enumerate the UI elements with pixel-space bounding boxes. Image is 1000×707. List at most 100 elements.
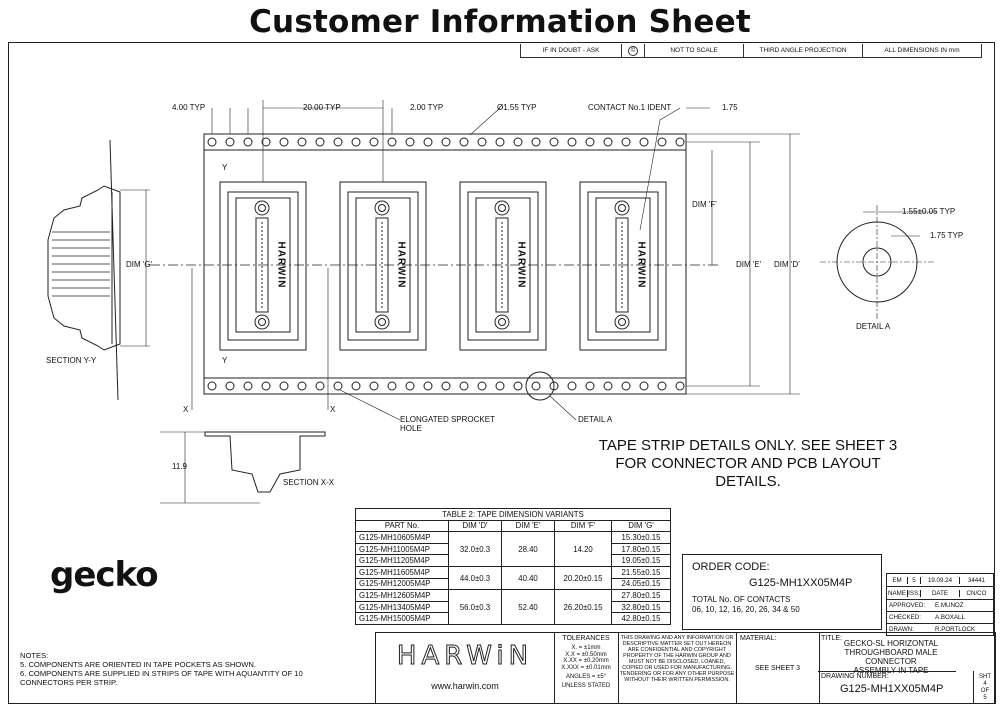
note-6-cont: CONNECTORS PER STRIP. [20, 678, 118, 687]
dim-f-value: 14.20 [554, 531, 612, 567]
material-label: MATERIAL: [740, 635, 777, 642]
table-row: G125-MH11605M4P 44.0±0.3 40.40 20.20±0.1… [355, 565, 671, 591]
dim-g-value: 21.55±0.15 [611, 565, 671, 579]
table-header: DIM 'E' [501, 519, 555, 533]
connector-brand-2: HARWIN [395, 241, 407, 289]
title-block: HARWiN www.harwin.com TOLERANCES X. = ±1… [375, 632, 996, 704]
section-mark-y-bottom: Y [222, 356, 228, 365]
dim-pitch-4: 4.00 TYP [172, 103, 206, 112]
sheet-label: SHT [979, 674, 991, 680]
dim-g-value: 32.80±0.15 [611, 600, 671, 614]
strip-scale: NOT TO SCALE [644, 44, 743, 58]
dim-e-value: 40.40 [501, 565, 555, 591]
dim-edge: 1.75 [722, 103, 738, 112]
table-row: G125-MH15005M4P 42.80±0.15 [355, 612, 671, 625]
drawing-number: G125-MH1XX05M4P [840, 683, 944, 695]
table-row: G125-MH11005M4P 17.80±0.15 [355, 542, 671, 556]
part-number: G125-MH13405M4P [355, 600, 449, 614]
dim-g-value: 27.80±0.15 [611, 589, 671, 602]
strip-copyright: © [621, 44, 644, 58]
gecko-logo: gecko [50, 555, 159, 595]
checked-label: CHECKED: [889, 614, 921, 621]
tape-dimension-table: TABLE 2: TAPE DIMENSION VARIANTS PART No… [355, 508, 671, 625]
detail-a-d2: 1.75 TYP [930, 231, 964, 240]
drawing-number-label: DRAWING NUMBER: [821, 673, 889, 680]
part-number: G125-MH11005M4P [355, 542, 449, 556]
dim-e-value: 28.40 [501, 531, 555, 567]
table-header: DIM 'D' [448, 519, 502, 533]
strip-doubt: IF IN DOUBT - ASK [520, 44, 621, 58]
material-cell: MATERIAL: SEE SHEET 3 [736, 633, 820, 703]
title-line-3: ASSEMBLY IN TAPE [853, 666, 929, 675]
harwin-logo: HARWiN [396, 641, 534, 672]
title-line-2: THROUGHBOARD MALE CONNECTOR [844, 648, 938, 666]
part-number: G125-MH10605M4P [355, 531, 449, 544]
part-number: G125-MH12605M4P [355, 589, 449, 602]
table-row: G125-MH13405M4P 32.80±0.15 [355, 600, 671, 614]
note-5: 5. COMPONENTS ARE ORIENTED IN TAPE POCKE… [20, 660, 257, 669]
approved-label: APPROVED: [889, 602, 926, 609]
detail-a-ref: DETAIL A [578, 415, 613, 424]
section-xx-label: SECTION X-X [283, 478, 335, 487]
drawn-label: DRAWN: [889, 626, 914, 633]
dim-pitch-20: 20.00 TYP [303, 103, 341, 112]
contacts-values: 06, 10, 12, 16, 20, 26, 34 & 50 [692, 605, 800, 614]
dim-d-value: 44.0±0.3 [448, 565, 502, 591]
strip-dimensions: ALL DIMENSIONS IN mm [862, 44, 982, 58]
drawing-number-cell: DRAWING NUMBER: G125-MH1XX05M4P [818, 671, 973, 703]
section-mark-y-top: Y [222, 163, 228, 172]
rev-name: EM [887, 576, 908, 584]
section-mark-x-right: X [330, 405, 336, 414]
sheet-number: 4 [983, 681, 987, 687]
connector-brand-4: HARWIN [635, 241, 647, 289]
tape-strip-note: TAPE STRIP DETAILS ONLY. SEE SHEET 3 FOR… [570, 437, 926, 491]
contacts-label: TOTAL No. OF CONTACTS [692, 595, 791, 604]
part-number: G125-MH15005M4P [355, 612, 449, 625]
connector-brand-1: HARWIN [275, 241, 287, 289]
rev-header: ISS. [908, 589, 921, 597]
material-value: SEE SHEET 3 [755, 665, 801, 672]
page-title: Customer Information Sheet [249, 4, 751, 40]
dim-pitch-2: 2.00 TYP [410, 103, 444, 112]
dim-g-value: 17.80±0.15 [611, 542, 671, 556]
connector-brand-3: HARWIN [515, 241, 527, 289]
dim-d-label: DIM 'D' [774, 260, 800, 269]
tolerances-cell: TOLERANCES X. = ±1mm X.X = ±0.50mm X.XX … [554, 633, 619, 703]
of-label: OF [980, 688, 990, 694]
order-code-label: ORDER CODE: [692, 561, 770, 573]
harwin-url[interactable]: www.harwin.com [431, 681, 499, 691]
confidential-notice: THIS DRAWING AND ANY INFORMATION OR DESC… [619, 635, 735, 683]
dim-d-value: 56.0±0.3 [448, 589, 502, 625]
dim-f-label: DIM 'F' [692, 200, 717, 209]
info-strip: IF IN DOUBT - ASK © NOT TO SCALE THIRD A… [520, 44, 982, 58]
note-line-1: TAPE STRIP DETAILS ONLY. SEE SHEET 3 [598, 437, 898, 454]
table-row: G125-MH12605M4P 56.0±0.3 52.40 26.20±0.1… [355, 589, 671, 625]
note-line-3: DETAILS. [715, 473, 781, 490]
section-mark-x-left: X [183, 405, 189, 414]
revision-block: EM 5 19.09.24 34441 NAME ISS. DATE CN/CO… [886, 573, 994, 636]
tolerances-label: TOLERANCES [562, 635, 610, 642]
dim-g-value: 15.30±0.15 [611, 531, 671, 544]
note-line-2: FOR CONNECTOR AND PCB LAYOUT [615, 455, 881, 472]
order-code-box: ORDER CODE: G125-MH1XX05M4P TOTAL No. OF… [682, 554, 882, 630]
dim-e-value: 52.40 [501, 589, 555, 625]
dim-hole-diameter: Ø1.55 TYP [497, 103, 537, 112]
rev-cn: 34441 [967, 576, 986, 584]
title-label: TITLE: [821, 635, 843, 642]
table-row: G125-MH12005M4P 24.05±0.15 [355, 577, 671, 591]
rev-header: CN/CO [966, 589, 987, 597]
dim-d-value: 32.0±0.3 [448, 531, 502, 567]
tol-6: UNLESS STATED [561, 682, 611, 689]
table-header: PART No. [355, 519, 449, 533]
sheet-total: 5 [983, 695, 987, 701]
tol-2: X.X = ±0.50mm [565, 651, 607, 658]
dim-f-value: 26.20±0.15 [554, 589, 612, 625]
rev-issue: 5 [908, 576, 921, 584]
rev-header: NAME [887, 589, 908, 597]
dim-e-label: DIM 'E' [736, 260, 762, 269]
part-number: G125-MH12005M4P [355, 577, 449, 591]
checked-by: A.BOXALL [935, 614, 965, 621]
dim-g-value: 24.05±0.15 [611, 577, 671, 591]
order-code-value: G125-MH1XX05M4P [749, 577, 853, 589]
dim-g-value: 42.80±0.15 [611, 612, 671, 625]
